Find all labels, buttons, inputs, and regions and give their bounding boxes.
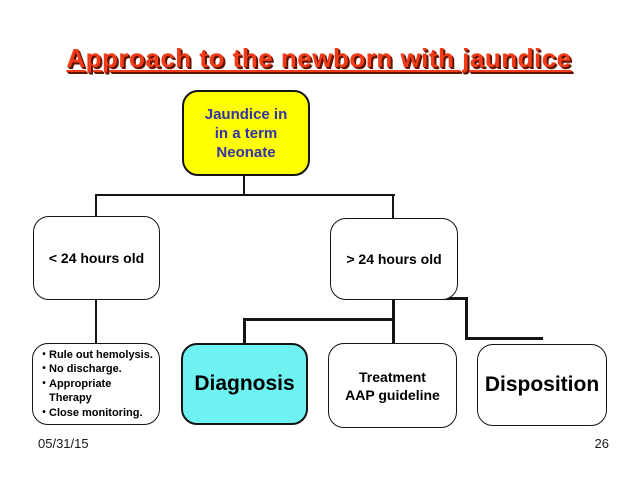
bullet-text: Rule out hemolysis.	[49, 348, 153, 361]
connector-to-disposition-down	[465, 297, 468, 340]
connector-gt24-to-treatment	[392, 298, 395, 345]
root-line-3: Neonate	[216, 143, 276, 161]
disposition-label: Disposition	[484, 373, 600, 396]
treatment-line-1: Treatment	[359, 368, 426, 385]
bullet-dot: •	[42, 377, 46, 389]
footer-page-number: 26	[594, 436, 609, 451]
connector-to-diagnosis-horizontal	[243, 318, 395, 321]
connector-branch-horizontal	[95, 194, 395, 196]
root-line-2: in a term	[214, 124, 278, 142]
bullet-dot: •	[42, 406, 46, 418]
flow-node-followup-actions: • Rule out hemolysis. • No discharge. • …	[32, 343, 160, 425]
bullet-text: Close monitoring.	[49, 406, 143, 419]
bullet-dot: •	[42, 363, 46, 375]
diagnosis-label: Diagnosis	[194, 372, 295, 395]
flow-node-diagnosis: Diagnosis	[181, 343, 308, 425]
treatment-node-text: Treatment AAP guideline	[345, 368, 440, 404]
bullet-text: No discharge.	[49, 363, 122, 376]
bullet-dot: •	[42, 348, 46, 360]
treatment-line-2: AAP guideline	[345, 386, 440, 403]
footer-date: 05/31/15	[38, 436, 89, 451]
connector-root-down	[243, 176, 245, 196]
root-line-1: Jaundice in	[204, 105, 288, 123]
followup-bullet-list: • Rule out hemolysis. • No discharge. • …	[39, 348, 155, 421]
flow-node-treatment: Treatment AAP guideline	[328, 343, 457, 428]
flow-node-jaundice-root: Jaundice in in a term Neonate	[182, 90, 310, 176]
connector-left-branch-down	[95, 194, 97, 218]
bullet-text: Appropriate Therapy	[49, 377, 112, 405]
connector-right-branch-down	[392, 194, 394, 220]
bullet-item: • Close monitoring.	[39, 406, 155, 421]
flow-node-gt24-hours: > 24 hours old	[330, 218, 458, 300]
bullet-item: • Appropriate Therapy	[39, 377, 155, 406]
flow-node-lt24-hours: < 24 hours old	[33, 216, 160, 300]
root-node-text: Jaundice in in a term Neonate	[205, 105, 288, 162]
flow-node-disposition: Disposition	[477, 344, 607, 426]
bullet-item: • Rule out hemolysis.	[39, 348, 155, 363]
connector-to-disposition-h2	[465, 337, 543, 340]
lt24-label: < 24 hours old	[48, 250, 145, 266]
gt24-label: > 24 hours old	[346, 251, 442, 267]
connector-to-diagnosis-down	[243, 318, 246, 345]
bullet-item: • No discharge.	[39, 362, 155, 377]
connector-lt24-to-followup	[95, 298, 97, 345]
slide-title: Approach to the newborn with jaundice	[66, 43, 572, 73]
